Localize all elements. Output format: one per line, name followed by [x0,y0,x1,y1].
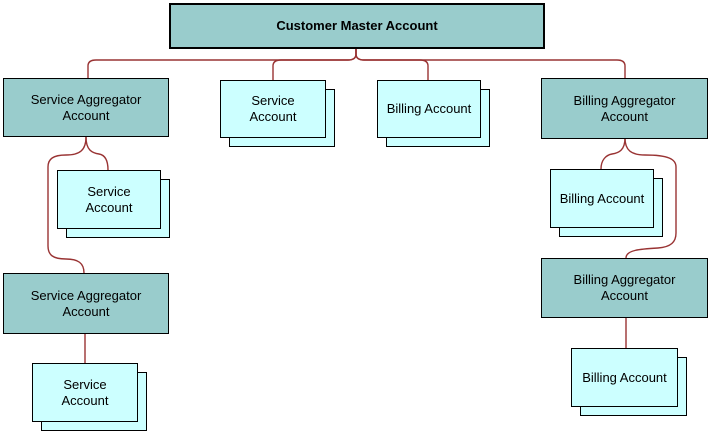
node-service-account-mid: Service Account [220,80,335,147]
connector-billing-aggregator-to-billing-aggregator-2 [624,137,677,259]
node-service-account-bottom-label: Service Account [32,363,138,422]
connector-service-aggregator-to-service-aggregator-2 [47,136,87,274]
node-service-aggregator-account-2: Service Aggregator Account [3,273,169,334]
connector-billing-aggregator-to-billing-account [600,137,626,170]
node-billing-account-mid-label: Billing Account [377,80,481,138]
node-service-account-left-label: Service Account [57,170,161,229]
node-billing-account-bottom-label: Billing Account [571,348,678,407]
node-billing-account-right-label: Billing Account [550,169,654,228]
connector-master-to-service-aggregator [87,49,357,78]
connector-master-to-billing-account [355,49,429,80]
node-service-account-bottom: Service Account [32,363,147,431]
node-service-aggregator-account-1: Service Aggregator Account [3,78,169,137]
node-billing-account-right: Billing Account [550,169,663,237]
node-billing-aggregator-account-2: Billing Aggregator Account [541,258,708,318]
node-billing-account-mid: Billing Account [377,80,490,147]
node-billing-account-bottom: Billing Account [571,348,687,416]
node-service-account-mid-label: Service Account [220,80,326,138]
connector-master-to-service-account [272,49,357,80]
node-service-account-left: Service Account [57,170,170,238]
node-billing-aggregator-account-1: Billing Aggregator Account [541,78,708,139]
connector-service-aggregator-to-service-account [85,136,109,171]
node-customer-master-account: Customer Master Account [169,3,545,49]
connector-master-to-billing-aggregator [355,49,626,78]
